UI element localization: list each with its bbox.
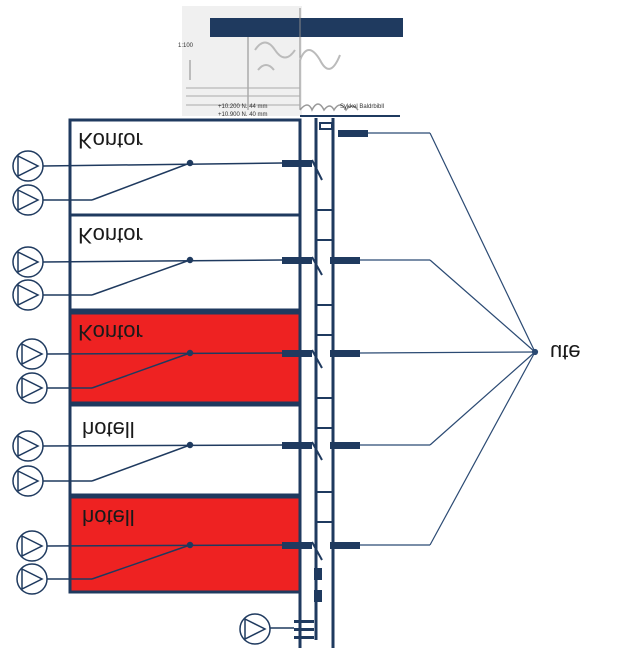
floor-4-label: hotell (82, 417, 135, 442)
fan-icon (12, 465, 44, 497)
detail-note-2: +10.900 N. 40 mm (218, 112, 268, 118)
fan-icon (12, 246, 44, 278)
detail-note-1: +10.200 N. 44 mm (218, 104, 268, 110)
fan-icon (16, 372, 48, 404)
detail-note-right: Sykkel Baldrbibll (340, 104, 384, 110)
fan-icon (16, 563, 48, 595)
floor-1-label: Kontor (78, 128, 143, 153)
floor-5-label: hotell (82, 505, 135, 530)
top-detail-drawing: 1:100 Sykkel Baldrbibll +10.200 N. 44 mm… (178, 6, 403, 118)
floor-stack (68, 118, 302, 594)
detail-header-bar (210, 18, 403, 37)
outlet-label: ute (550, 340, 581, 365)
fan-icon (12, 150, 44, 182)
fan-icon (12, 279, 44, 311)
floor-3-box (68, 311, 302, 405)
duct-assemblies (270, 122, 368, 639)
fan-icon (12, 430, 44, 462)
scale-mark: 1:100 (178, 43, 194, 49)
fan-icon (16, 530, 48, 562)
fan-icon (239, 613, 271, 645)
floor-1-box (68, 118, 302, 217)
fan-icon (16, 338, 48, 370)
floor-3-label: Kontor (78, 320, 143, 345)
fan-icon (12, 184, 44, 216)
fan-units (12, 150, 283, 645)
floor-2-label: Kontor (78, 223, 143, 248)
floor-4-box (68, 403, 302, 497)
outlet-lines (359, 132, 539, 546)
